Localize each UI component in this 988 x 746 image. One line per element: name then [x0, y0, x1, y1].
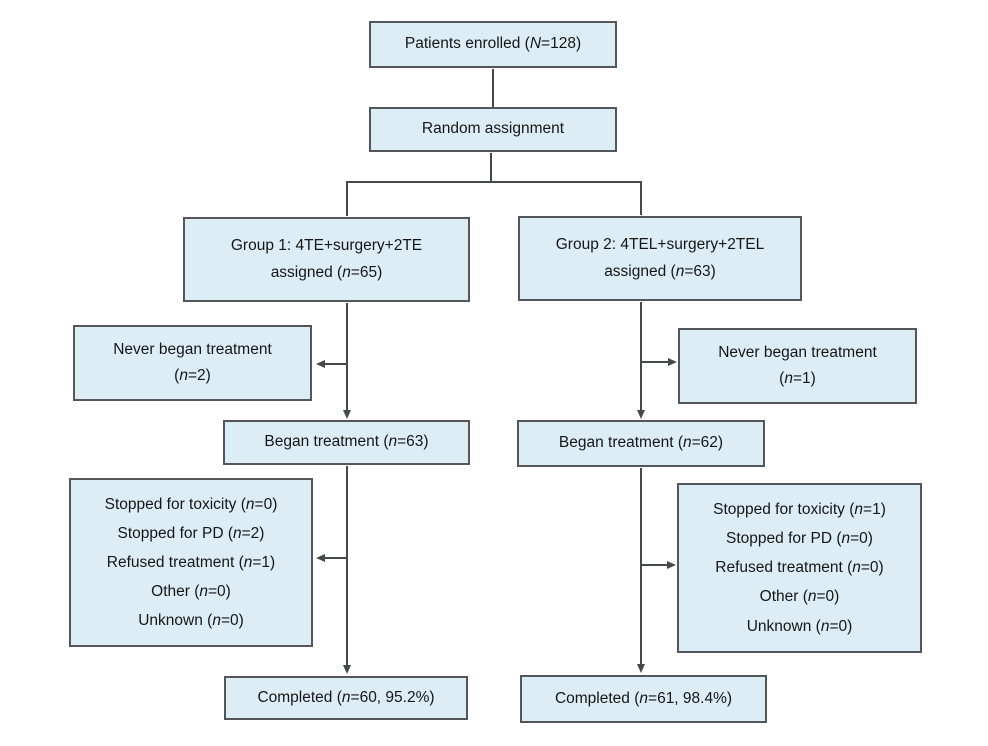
- node-label: Began treatment (n=62): [558, 434, 724, 452]
- stopped-item: Refused treatment (n=0): [715, 559, 884, 577]
- italic-n: n: [854, 500, 864, 518]
- node-began-treatment-group1: Began treatment (n=63): [223, 420, 470, 465]
- italic-n: n: [807, 588, 817, 606]
- italic-n: n: [820, 617, 830, 635]
- node-completed-group2: Completed (n=61, 98.4%): [520, 675, 767, 723]
- node-label-line1: Group 2: 4TEL+surgery+2TEL: [555, 236, 765, 254]
- stopped-item: Unknown (n=0): [746, 617, 853, 635]
- stopped-item: Stopped for toxicity (n=0): [104, 495, 278, 513]
- node-label-line1: Never began treatment: [113, 340, 272, 358]
- italic-n: n: [212, 611, 221, 629]
- node-label-line1: Never began treatment: [718, 343, 877, 361]
- node-label: Completed (n=61, 98.4%): [554, 689, 733, 707]
- italic-n: n: [243, 553, 253, 571]
- node-stopped-reasons-group1: Stopped for toxicity (n=0) Stopped for P…: [69, 478, 313, 647]
- node-label: Completed (n=60, 95.2%): [257, 688, 435, 706]
- italic-n: n: [342, 263, 351, 281]
- stopped-item: Stopped for PD (n=2): [117, 524, 265, 542]
- node-group1-assigned: Group 1: 4TE+surgery+2TE assigned (n=65): [183, 217, 470, 302]
- italic-n: n: [341, 688, 351, 706]
- node-label-line1: Group 1: 4TE+surgery+2TE: [230, 237, 423, 255]
- stopped-item: Other (n=0): [151, 582, 231, 600]
- stopped-item: Unknown (n=0): [138, 611, 244, 629]
- node-never-began-group2: Never began treatment (n=1): [678, 328, 917, 404]
- node-group2-assigned: Group 2: 4TEL+surgery+2TEL assigned (n=6…: [518, 216, 802, 301]
- italic-n: n: [388, 433, 398, 451]
- italic-n: n: [199, 582, 208, 600]
- node-label: Began treatment (n=63): [264, 433, 429, 451]
- stopped-item: Stopped for toxicity (n=1): [713, 500, 886, 518]
- node-random-assignment: Random assignment: [369, 107, 617, 152]
- node-label-line2: assigned (n=65): [270, 263, 383, 281]
- italic-n: n: [841, 529, 851, 547]
- italic-n: n: [682, 434, 692, 452]
- stopped-item: Refused treatment (n=1): [106, 553, 276, 571]
- italic-n: n: [179, 367, 188, 384]
- node-label-line2: (n=1): [779, 370, 816, 387]
- stopped-item: Other (n=0): [759, 588, 840, 606]
- italic-n: n: [245, 495, 255, 513]
- node-never-began-group1: Never began treatment (n=2): [73, 325, 312, 401]
- node-label-line2: (n=2): [174, 367, 211, 384]
- italic-n: n: [784, 370, 793, 387]
- italic-n: n: [232, 524, 242, 542]
- italic-n: n: [675, 262, 685, 280]
- stopped-item: Stopped for PD (n=0): [726, 529, 873, 547]
- node-label: Random assignment: [421, 120, 565, 138]
- italic-n: N: [529, 35, 542, 53]
- node-stopped-reasons-group2: Stopped for toxicity (n=1) Stopped for P…: [677, 483, 922, 653]
- italic-n: n: [852, 559, 861, 577]
- node-label: Patients enrolled (N=128): [404, 35, 582, 53]
- node-patients-enrolled: Patients enrolled (N=128): [369, 21, 617, 68]
- italic-n: n: [639, 689, 649, 707]
- node-completed-group1: Completed (n=60, 95.2%): [224, 676, 468, 720]
- node-began-treatment-group2: Began treatment (n=62): [517, 420, 765, 467]
- node-label-line2: assigned (n=63): [604, 262, 716, 280]
